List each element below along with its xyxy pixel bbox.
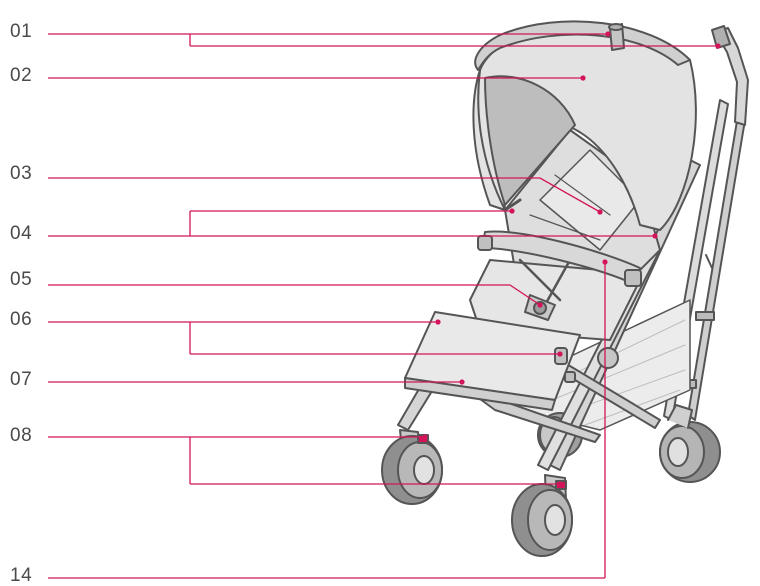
dot-06a: [435, 319, 440, 324]
leader-08: [48, 437, 560, 484]
front-wheel-left: [382, 430, 442, 504]
dot-08b: [557, 481, 562, 486]
dot-08a: [422, 434, 427, 439]
dot-01b: [715, 43, 720, 48]
dot-04b: [652, 233, 657, 238]
dot-02: [580, 75, 585, 80]
dot-03: [597, 209, 602, 214]
front-wheel-right: [512, 475, 572, 556]
dot-04a: [509, 208, 514, 213]
leader-05: [48, 285, 540, 305]
dot-14: [602, 259, 607, 264]
dot-07: [459, 379, 464, 384]
dot-01a: [605, 31, 610, 36]
dot-06b: [557, 351, 562, 356]
dot-05: [537, 302, 542, 307]
rear-wheel-right: [660, 405, 720, 482]
